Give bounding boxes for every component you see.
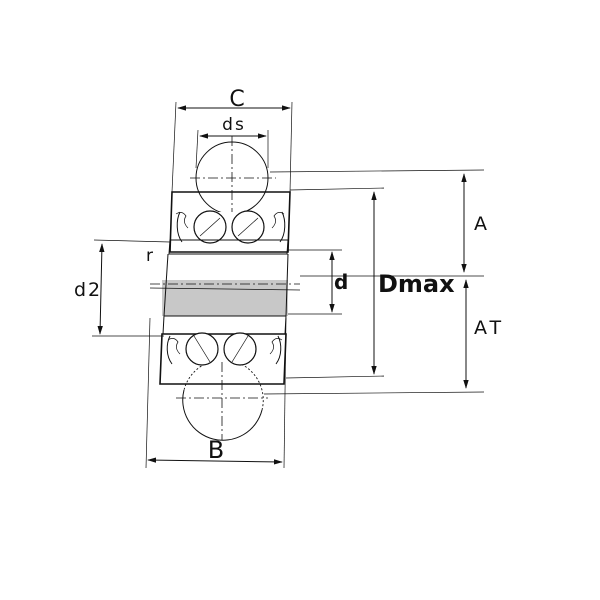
upper-seals [175, 212, 285, 229]
label-r: r [146, 246, 153, 266]
label-at: AT [474, 317, 505, 339]
dimension-C: C [171, 87, 293, 193]
bottom-profile-circle [176, 359, 268, 441]
lower-seals [167, 338, 283, 355]
dimension-d: d [288, 249, 348, 315]
dimension-AT: AT [263, 279, 505, 395]
label-dmax: Dmax [378, 270, 455, 298]
dimension-A: A [269, 169, 487, 277]
label-dmax-text: Dmax [378, 270, 455, 298]
label-d2: d2 [74, 279, 102, 301]
dimension-ds: ds [195, 115, 269, 169]
label-c: C [229, 87, 244, 112]
label-a: A [474, 213, 487, 235]
bore-section [149, 253, 301, 317]
outer-ring-lower [159, 333, 287, 385]
dimension-Dmax: Dmax [285, 187, 455, 379]
inner-ring-upper [168, 239, 289, 255]
label-b: B [208, 436, 224, 464]
inner-ring-lower [162, 315, 287, 335]
upper-balls [193, 210, 265, 244]
label-d: d [334, 270, 348, 294]
lower-balls [185, 332, 257, 366]
top-profile-circle [190, 136, 276, 222]
dimension-B: B [145, 317, 287, 469]
label-ds: ds [222, 115, 246, 135]
dimension-d2: d2 [74, 239, 171, 337]
outer-ring-upper [169, 191, 291, 253]
